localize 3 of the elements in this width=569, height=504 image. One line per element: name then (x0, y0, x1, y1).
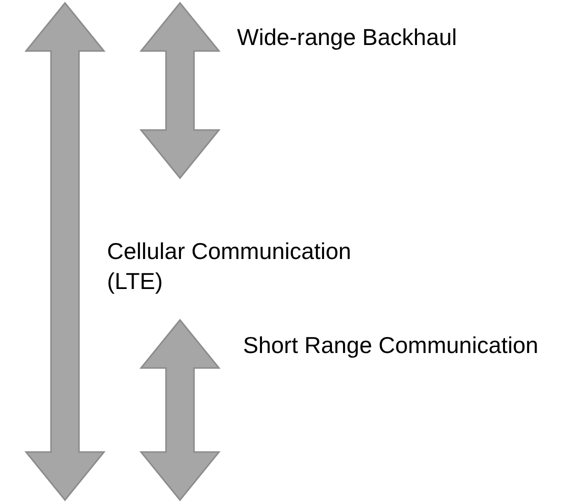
range-label: Wide-range Backhaul (237, 23, 458, 52)
range-label: Short Range Communication (243, 331, 540, 360)
range-label: Cellular Communication (LTE) (107, 237, 352, 296)
